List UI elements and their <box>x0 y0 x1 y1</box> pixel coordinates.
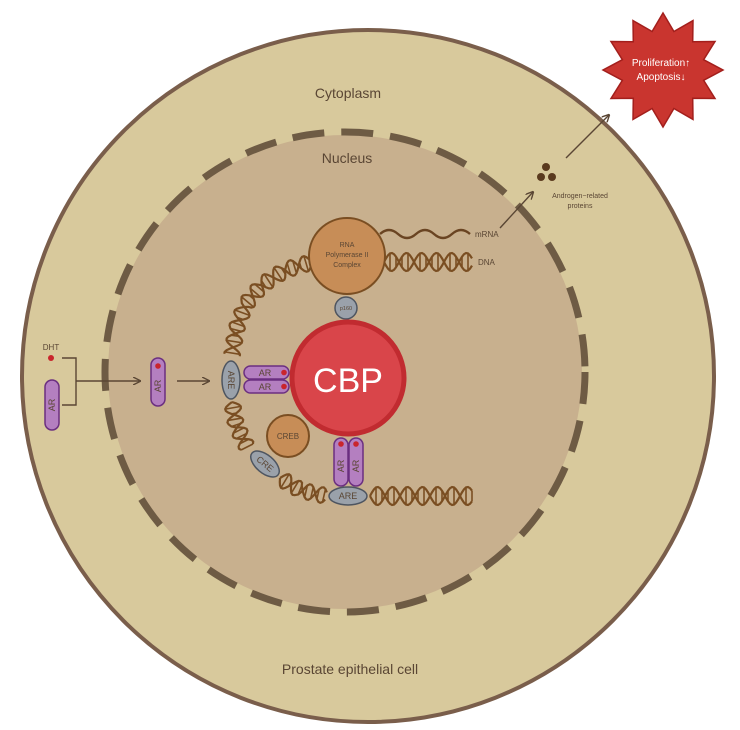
ar-bottom-left <box>333 437 349 487</box>
ar-label-3: AR <box>336 459 346 472</box>
ar-label-1: AR <box>259 368 272 378</box>
dna-base-pair <box>290 480 300 494</box>
dna-base-pair <box>226 339 242 344</box>
apoptosis-label: Apoptosis↓ <box>637 72 686 83</box>
p160-coactivator <box>334 296 358 320</box>
dna-backbone <box>226 400 249 451</box>
are-element-left: ARE <box>221 360 241 400</box>
are-element-bottom: ARE <box>328 486 368 506</box>
protein-dot-2 <box>537 173 545 181</box>
outcome-starburst <box>601 11 725 129</box>
ar-label-4: AR <box>351 459 361 472</box>
ar-left-top <box>243 365 290 380</box>
dna-base-pair <box>321 488 327 503</box>
proteins-label-2: proteins <box>568 203 593 210</box>
dna-backbone <box>279 473 326 505</box>
ar-label-2: AR <box>259 382 272 392</box>
ar-label-bound: AR <box>153 379 163 392</box>
nuclear-envelope <box>101 128 589 616</box>
ar-label-unbound: AR <box>47 398 57 411</box>
dna-base-pair <box>273 267 284 282</box>
binding-bracket <box>62 357 140 406</box>
dna-base-pair <box>280 473 290 489</box>
cbp-protein <box>289 319 407 437</box>
dht-bound-1 <box>281 369 287 376</box>
dht-molecule <box>48 355 54 361</box>
dna-base-pair <box>286 262 292 275</box>
dna-base-pair <box>240 443 254 451</box>
rna-polymerase-complex <box>308 217 386 295</box>
dna-backbone <box>223 259 314 355</box>
cbp-label: CBP <box>313 362 383 400</box>
dna-base-pair <box>303 255 310 272</box>
dht-label: DHT <box>43 343 60 352</box>
dna-base-pair <box>227 417 243 422</box>
proliferation-label: Proliferation↑ <box>632 58 690 69</box>
effect-arrow <box>565 115 609 159</box>
dna-helix <box>223 251 473 507</box>
dna-base-pair <box>231 321 245 328</box>
dna-backbone <box>369 485 473 507</box>
protein-dot-3 <box>548 173 556 181</box>
dna-base-pair <box>249 287 261 298</box>
dna-base-pair <box>225 405 241 410</box>
dht-bound-2 <box>281 383 287 390</box>
are-label-left: ARE <box>226 371 236 390</box>
dna-backbone <box>369 485 473 507</box>
proteins-label-1: Androgen−related <box>552 193 608 200</box>
are-label-bottom: ARE <box>339 491 358 501</box>
ar-dimer-bottom: AR AR <box>333 437 364 487</box>
dna-backbone <box>383 251 473 273</box>
translation-arrow <box>499 192 533 229</box>
ar-dimer-left: AR AR <box>243 365 290 394</box>
dna-backbone <box>278 477 328 501</box>
rna-polymerase-label-3: Complex <box>333 262 361 269</box>
mrna-label: mRNA <box>475 230 499 239</box>
cytoplasm-label: Cytoplasm <box>315 85 381 101</box>
rna-polymerase-label-1: RNA <box>340 242 355 249</box>
dht-bound-cytoplasm <box>155 363 161 369</box>
creb-protein <box>266 414 310 458</box>
p160-label: p160 <box>340 306 352 312</box>
dna-label: DNA <box>478 258 496 267</box>
cre-element: CRE <box>250 450 280 478</box>
nucleus-label: Nucleus <box>322 150 373 166</box>
mrna-strand <box>379 228 471 240</box>
protein-dot-1 <box>542 163 550 171</box>
dht-bound-3 <box>338 441 344 447</box>
dna-base-pair <box>234 309 250 317</box>
dna-base-pair <box>241 296 255 308</box>
dna-base-pair <box>263 273 274 288</box>
ar-dht-complex <box>150 357 166 407</box>
dna-base-pair <box>292 260 298 274</box>
ar-bottom-right <box>348 437 364 487</box>
creb-label: CREB <box>277 432 299 441</box>
ar-left-bottom <box>243 379 290 394</box>
ar-unbound <box>44 379 60 431</box>
rna-polymerase-label-2: Polymerase II <box>326 252 369 259</box>
cell-label: Prostate epithelial cell <box>282 661 418 677</box>
dna-backbone <box>224 401 255 445</box>
dht-bound-4 <box>353 441 359 447</box>
dna-base-pair <box>224 351 241 356</box>
